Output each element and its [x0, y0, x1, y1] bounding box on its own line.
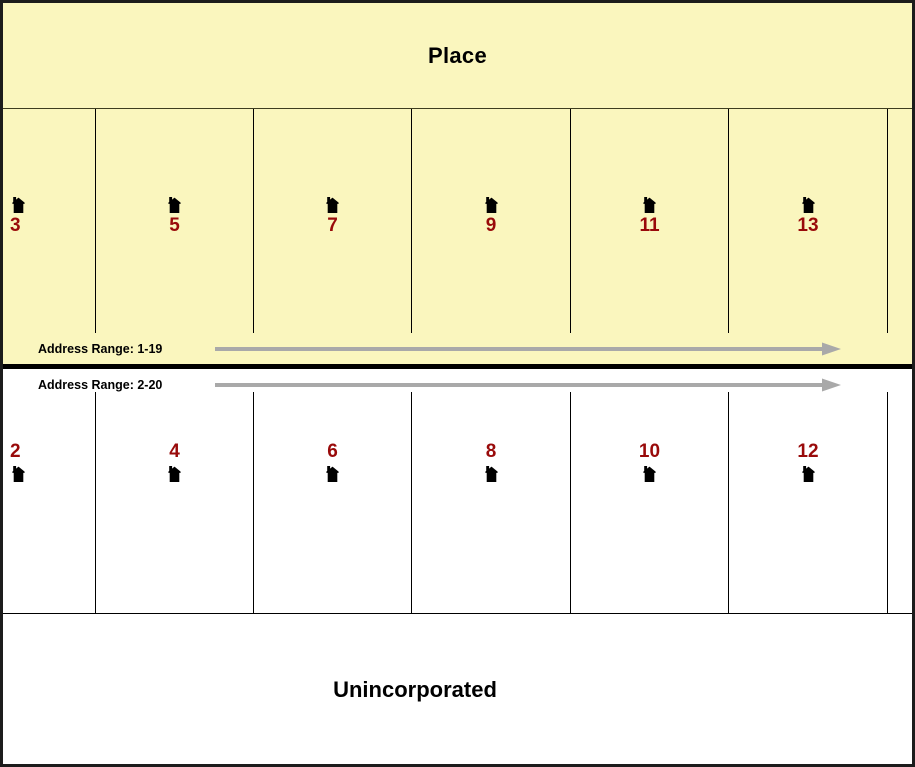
parcel-5[interactable]: 5 — [96, 109, 254, 333]
parcel-9[interactable]: 9 — [412, 109, 571, 333]
address-number: 3 — [10, 215, 21, 236]
address-number: 13 — [797, 215, 819, 236]
even-address-range-label: Address Range: 2-20 — [38, 377, 163, 392]
parcel-7[interactable]: 7 — [254, 109, 412, 333]
parcel-13[interactable]: 13 — [729, 109, 888, 333]
address-number: 5 — [169, 215, 180, 236]
parcel-content: 7 — [254, 197, 411, 236]
parcel-content: 10 — [571, 442, 728, 482]
place-title: Place — [428, 43, 487, 68]
house-icon — [643, 466, 656, 482]
street-centerline — [3, 364, 912, 369]
odd-address-range-band: Address Range: 1-19 — [3, 333, 912, 364]
parcel-content: 12 — [729, 442, 887, 482]
unincorporated-title: Unincorporated — [333, 677, 497, 702]
house-icon — [326, 197, 339, 213]
parcel-11[interactable]: 11 — [571, 109, 729, 333]
house-icon — [326, 466, 339, 482]
house-icon — [643, 197, 656, 213]
address-number: 10 — [638, 441, 661, 462]
parcel-content: 4 — [96, 442, 253, 482]
place-region: Place — [3, 3, 912, 362]
house-icon — [12, 197, 25, 213]
right-arrow-icon — [215, 342, 841, 355]
parcel-content: 13 — [729, 197, 887, 236]
address-number: 6 — [327, 441, 338, 462]
parcel-content: 6 — [254, 442, 411, 482]
odd-parcel-row: 3 5 7 9 11 13 — [3, 109, 912, 333]
parcel-content: 8 — [412, 442, 570, 482]
parcel-4[interactable]: 4 — [96, 392, 254, 613]
house-icon — [484, 197, 498, 213]
address-number: 8 — [485, 441, 497, 462]
house-icon — [168, 197, 181, 213]
address-number: 12 — [797, 441, 819, 462]
place-divider — [3, 108, 912, 109]
parcel-3[interactable]: 3 — [3, 109, 96, 333]
address-number: 11 — [639, 215, 660, 236]
parcel-10[interactable]: 10 — [571, 392, 729, 613]
house-icon — [12, 466, 25, 482]
address-number: 7 — [327, 215, 338, 236]
address-number: 2 — [10, 441, 21, 462]
parcel-partial[interactable] — [888, 109, 912, 333]
odd-address-range-label: Address Range: 1-19 — [38, 341, 163, 356]
house-icon — [168, 466, 181, 482]
parcel-12[interactable]: 12 — [729, 392, 888, 613]
house-icon — [484, 466, 498, 482]
parcel-content: 11 — [571, 197, 728, 236]
address-number: 4 — [169, 441, 180, 462]
house-icon — [801, 197, 815, 213]
parcel-2[interactable]: 2 — [3, 392, 96, 613]
parcel-content: 5 — [96, 197, 253, 236]
parcel-6[interactable]: 6 — [254, 392, 412, 613]
parcel-8[interactable]: 8 — [412, 392, 571, 613]
parcel-partial[interactable] — [888, 392, 912, 613]
address-number: 9 — [485, 215, 497, 236]
right-arrow-icon — [215, 378, 841, 391]
even-address-range-band: Address Range: 2-20 — [3, 369, 912, 400]
house-icon — [801, 466, 815, 482]
parcel-content: 3 — [3, 197, 95, 236]
even-parcel-row: 2 4 6 8 10 12 — [3, 392, 912, 613]
parcel-content: 9 — [412, 197, 570, 236]
parcel-content: 2 — [3, 442, 95, 482]
unincorporated-region: Unincorporated — [3, 613, 912, 764]
